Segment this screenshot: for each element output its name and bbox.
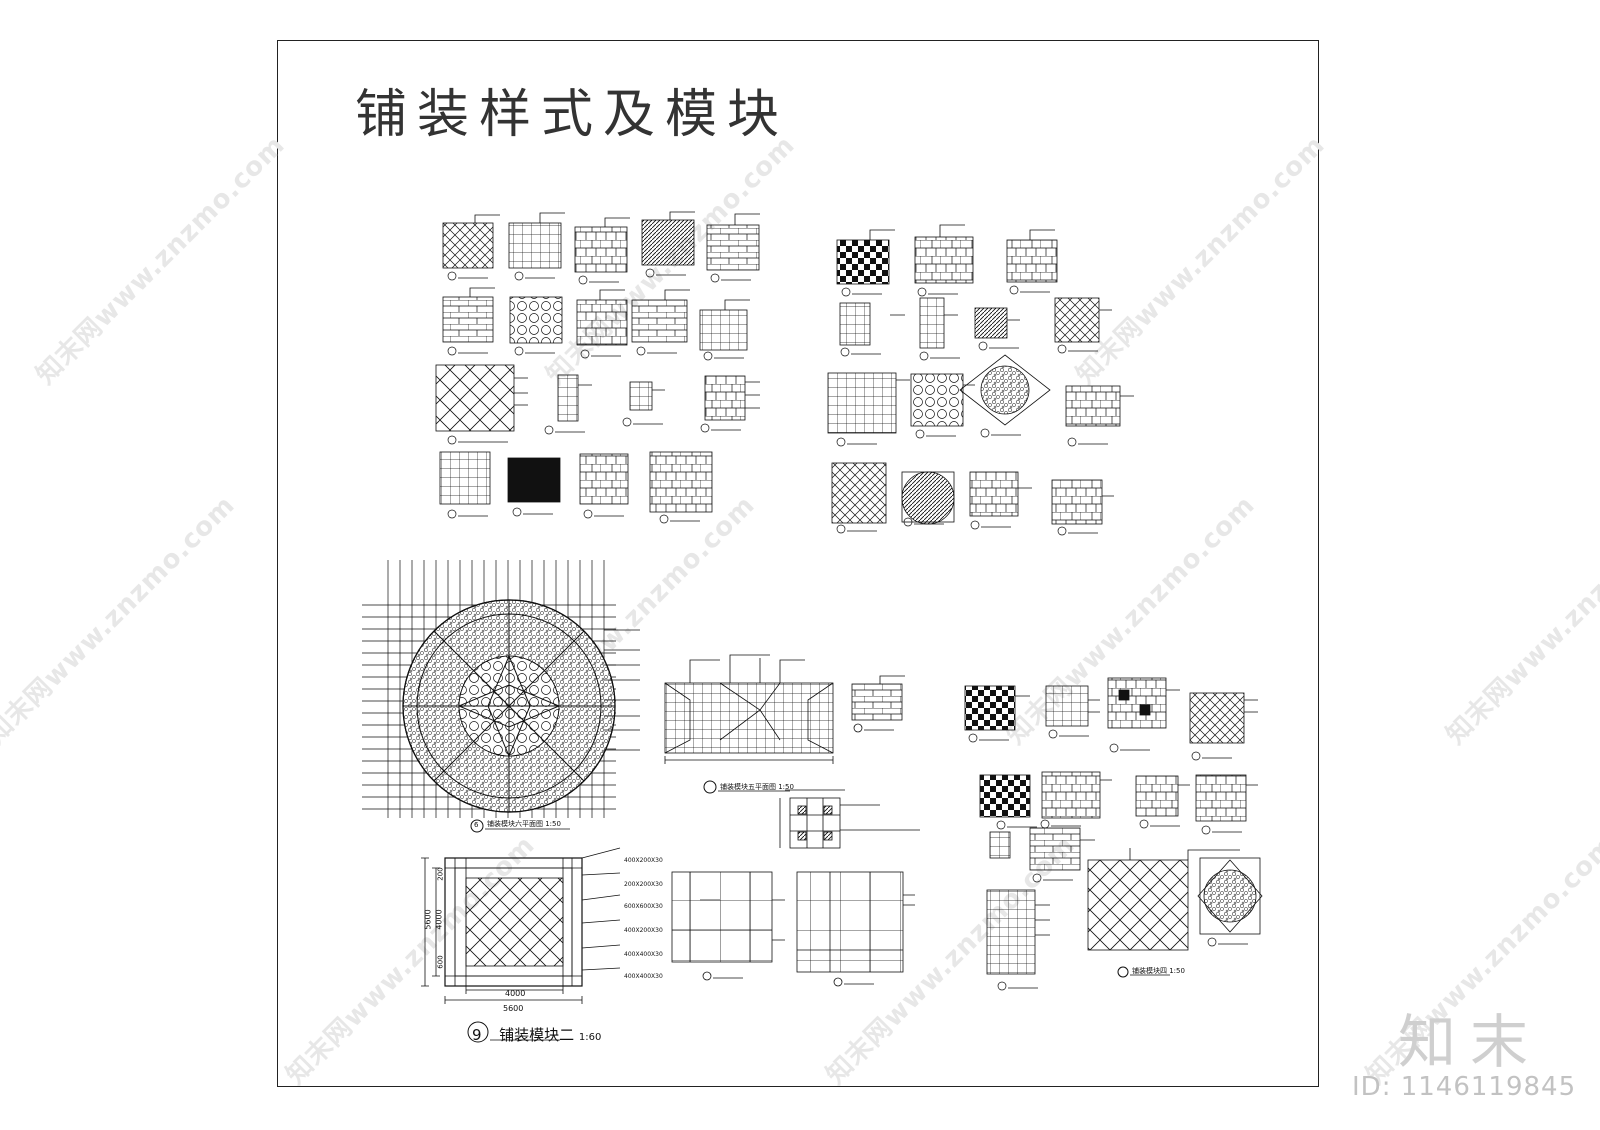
sheet-title: 铺装样式及模块 xyxy=(355,85,790,145)
dimension-inner-height: 4000 xyxy=(434,909,444,930)
material-note: 400X400X30 xyxy=(624,973,663,980)
module-two-label: 铺装模块二 xyxy=(499,1026,575,1044)
module-two-scale: 1:60 xyxy=(578,1032,602,1043)
dimension-total-width: 5600 xyxy=(503,1004,524,1013)
material-note: 400X400X30 xyxy=(624,951,663,958)
drawing-sheet-border xyxy=(277,40,1319,1087)
module-two-caption: 9 铺装模块二 1:60 xyxy=(472,1024,601,1045)
module-four-caption: 铺装模块四 1:50 xyxy=(1132,967,1185,975)
material-note: 400X200X30 xyxy=(624,927,663,934)
brand-logo-text: 知末 xyxy=(1398,1008,1543,1076)
dimension-edge-b: 600 xyxy=(436,955,445,969)
dimension-edge-a: 200 xyxy=(436,867,445,881)
image-id-label: ID: 1146119845 xyxy=(1352,1072,1577,1102)
dimension-total-height: 5600 xyxy=(423,909,433,930)
material-note: 600X600X30 xyxy=(624,903,663,910)
module-five-caption: 铺装模块五平面图 1:50 xyxy=(720,783,794,791)
module-six-number: 6 xyxy=(474,821,479,829)
dimension-inner-width: 4000 xyxy=(505,989,526,998)
module-two-number: 9 xyxy=(472,1026,482,1044)
material-note: 200X200X30 xyxy=(624,881,663,888)
material-note: 400X200X30 xyxy=(624,857,663,864)
module-six-caption: 铺装模块六平面图 1:50 xyxy=(487,820,561,828)
